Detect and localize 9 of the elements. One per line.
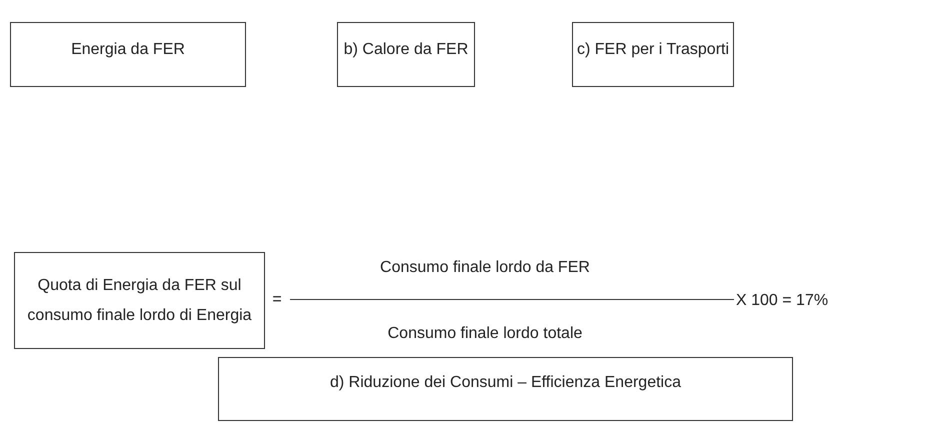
- text-box: c) FER per i Trasporti: [572, 22, 734, 87]
- text-box: Quota di Energia da FER sul consumo finale lordo di Energia: [14, 252, 265, 349]
- text-box: Energia da FER: [10, 22, 246, 87]
- equation-text: =: [271, 290, 283, 310]
- text-box: b) Calore da FER: [337, 22, 475, 87]
- numerator-text: Consumo finale lordo da FER: [379, 258, 591, 278]
- text-box: d) Riduzione dei Consumi – Efficienza Energetica: [218, 357, 793, 421]
- denominator-text: Consumo finale lordo totale: [386, 324, 584, 344]
- equation-text: X 100 = 17%: [736, 291, 828, 311]
